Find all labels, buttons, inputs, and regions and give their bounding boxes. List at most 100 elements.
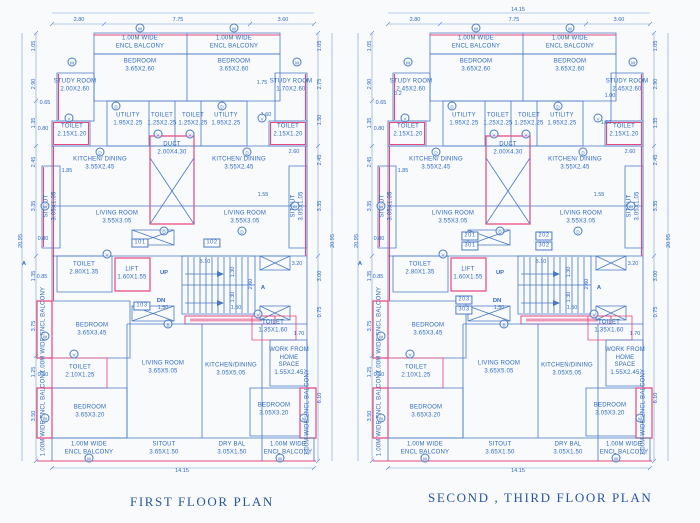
w-marker: W [40, 331, 50, 341]
dimension-label: 1.30 [230, 291, 236, 303]
dimension-label: 2.60 [624, 149, 636, 155]
annotation-label: DN [156, 298, 166, 304]
dimension-label: 2.60 [584, 278, 590, 290]
w-marker: W [40, 201, 50, 211]
dimension-label: 20.95 [330, 234, 336, 248]
encl-balcony-mid-left-label: 1.00M WIDE ENCL BALCONY [40, 286, 47, 374]
dimension-label: 14.15 [175, 468, 189, 474]
d-marker: D [578, 147, 588, 157]
w-marker: W [67, 57, 77, 67]
d-marker: D [111, 101, 121, 111]
dimension-label: 1.30 [566, 266, 572, 278]
w-marker: W [376, 201, 386, 211]
dimension-label: 3.35 [653, 200, 659, 212]
dimension-label: 2.75 [317, 78, 323, 90]
dimension-label: 2.90 [367, 78, 373, 90]
first-floor-plan-title: FIRST FLOOR PLAN [130, 494, 274, 509]
annotation-label: UP [159, 270, 169, 276]
dimension-label: 1.55 [593, 192, 605, 198]
d-marker: D [573, 226, 583, 236]
dimension-label: 1.55 [257, 192, 269, 198]
w-marker: W [628, 57, 638, 67]
dimension-label: 1.35 [31, 117, 37, 129]
dimension-label: 0.80 [373, 236, 385, 242]
dimension-label: 0.75 [653, 306, 659, 318]
dimension-label: 1.05 [653, 40, 659, 52]
w-marker: W [299, 413, 309, 423]
dimension-label: 2.45 [317, 154, 323, 166]
v-marker: V [400, 113, 410, 123]
w-marker: W [611, 453, 621, 463]
w-marker: W [471, 23, 481, 33]
v-marker: V [521, 129, 531, 139]
dimension-label: 3.50 [31, 410, 37, 422]
d-marker: D [237, 226, 247, 236]
dimension-label: 0.75 [317, 306, 323, 318]
w-marker: W [229, 23, 239, 33]
dimension-label: 2.90 [653, 78, 659, 90]
w-marker: W [290, 201, 300, 211]
v-marker: V [64, 113, 74, 123]
dimension-label: 1.50 [493, 305, 505, 311]
w-marker: W [420, 453, 430, 463]
w-marker: W [135, 23, 145, 33]
w-marker: W [635, 413, 645, 423]
dimension-label: 3.00 [653, 270, 659, 282]
dimension-label: 2.80 [409, 17, 421, 23]
dimension-label: 1.85 [61, 168, 73, 174]
dimension-label: 3.35 [31, 200, 37, 212]
floor-plan-walls [12, 6, 342, 491]
dimension-label: 2.90 [31, 78, 37, 90]
encl-balcony-mid-left-label: 1.00M WIDE ENCL BALCONY [376, 286, 383, 374]
second-third-floor-plan-title: SECOND , THIRD FLOOR PLAN [428, 490, 653, 505]
d-marker: D [242, 147, 252, 157]
dimension-label: 1.50 [566, 305, 578, 311]
dimension-label: 1.35 [653, 117, 659, 129]
dimension-label: 1.30 [566, 291, 572, 303]
d-marker: D [447, 101, 457, 111]
dimension-label: 2.45 [31, 156, 37, 168]
dimension-label: 3.35 [367, 200, 373, 212]
dimension-label: 3.00 [317, 270, 323, 282]
w-marker: W [376, 413, 386, 423]
dimension-label: 0.80 [37, 236, 49, 242]
dimension-label: 3.50 [367, 410, 373, 422]
dimension-label: 1.05 [367, 40, 373, 52]
